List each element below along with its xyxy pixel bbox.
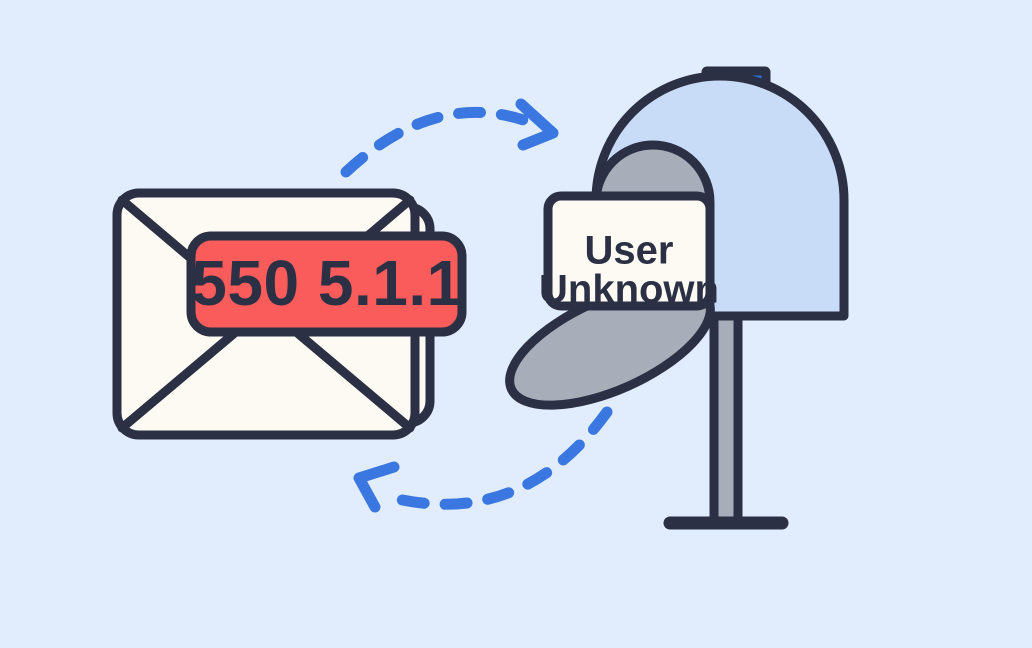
mailbox-group: User Unknown bbox=[505, 66, 849, 530]
envelope-group: 550 5.1.1 bbox=[112, 188, 467, 440]
label-line-2: Unknown bbox=[539, 268, 719, 312]
label-line-1: User bbox=[585, 229, 674, 273]
bounce-arrow-head bbox=[353, 461, 400, 513]
outbound-delivery-arrow bbox=[340, 106, 546, 178]
envelope-fold-right bbox=[277, 315, 415, 433]
envelope-fold-left bbox=[117, 315, 255, 433]
outbound-arrow-head bbox=[515, 98, 559, 151]
bounce-return-arrow bbox=[379, 406, 613, 510]
error-code-text: 550 5.1.1 bbox=[191, 247, 462, 319]
mailbox-post bbox=[709, 310, 743, 528]
error-code-badge bbox=[186, 231, 467, 337]
arrows-group bbox=[340, 98, 613, 513]
mailbox-label-card bbox=[543, 191, 715, 311]
